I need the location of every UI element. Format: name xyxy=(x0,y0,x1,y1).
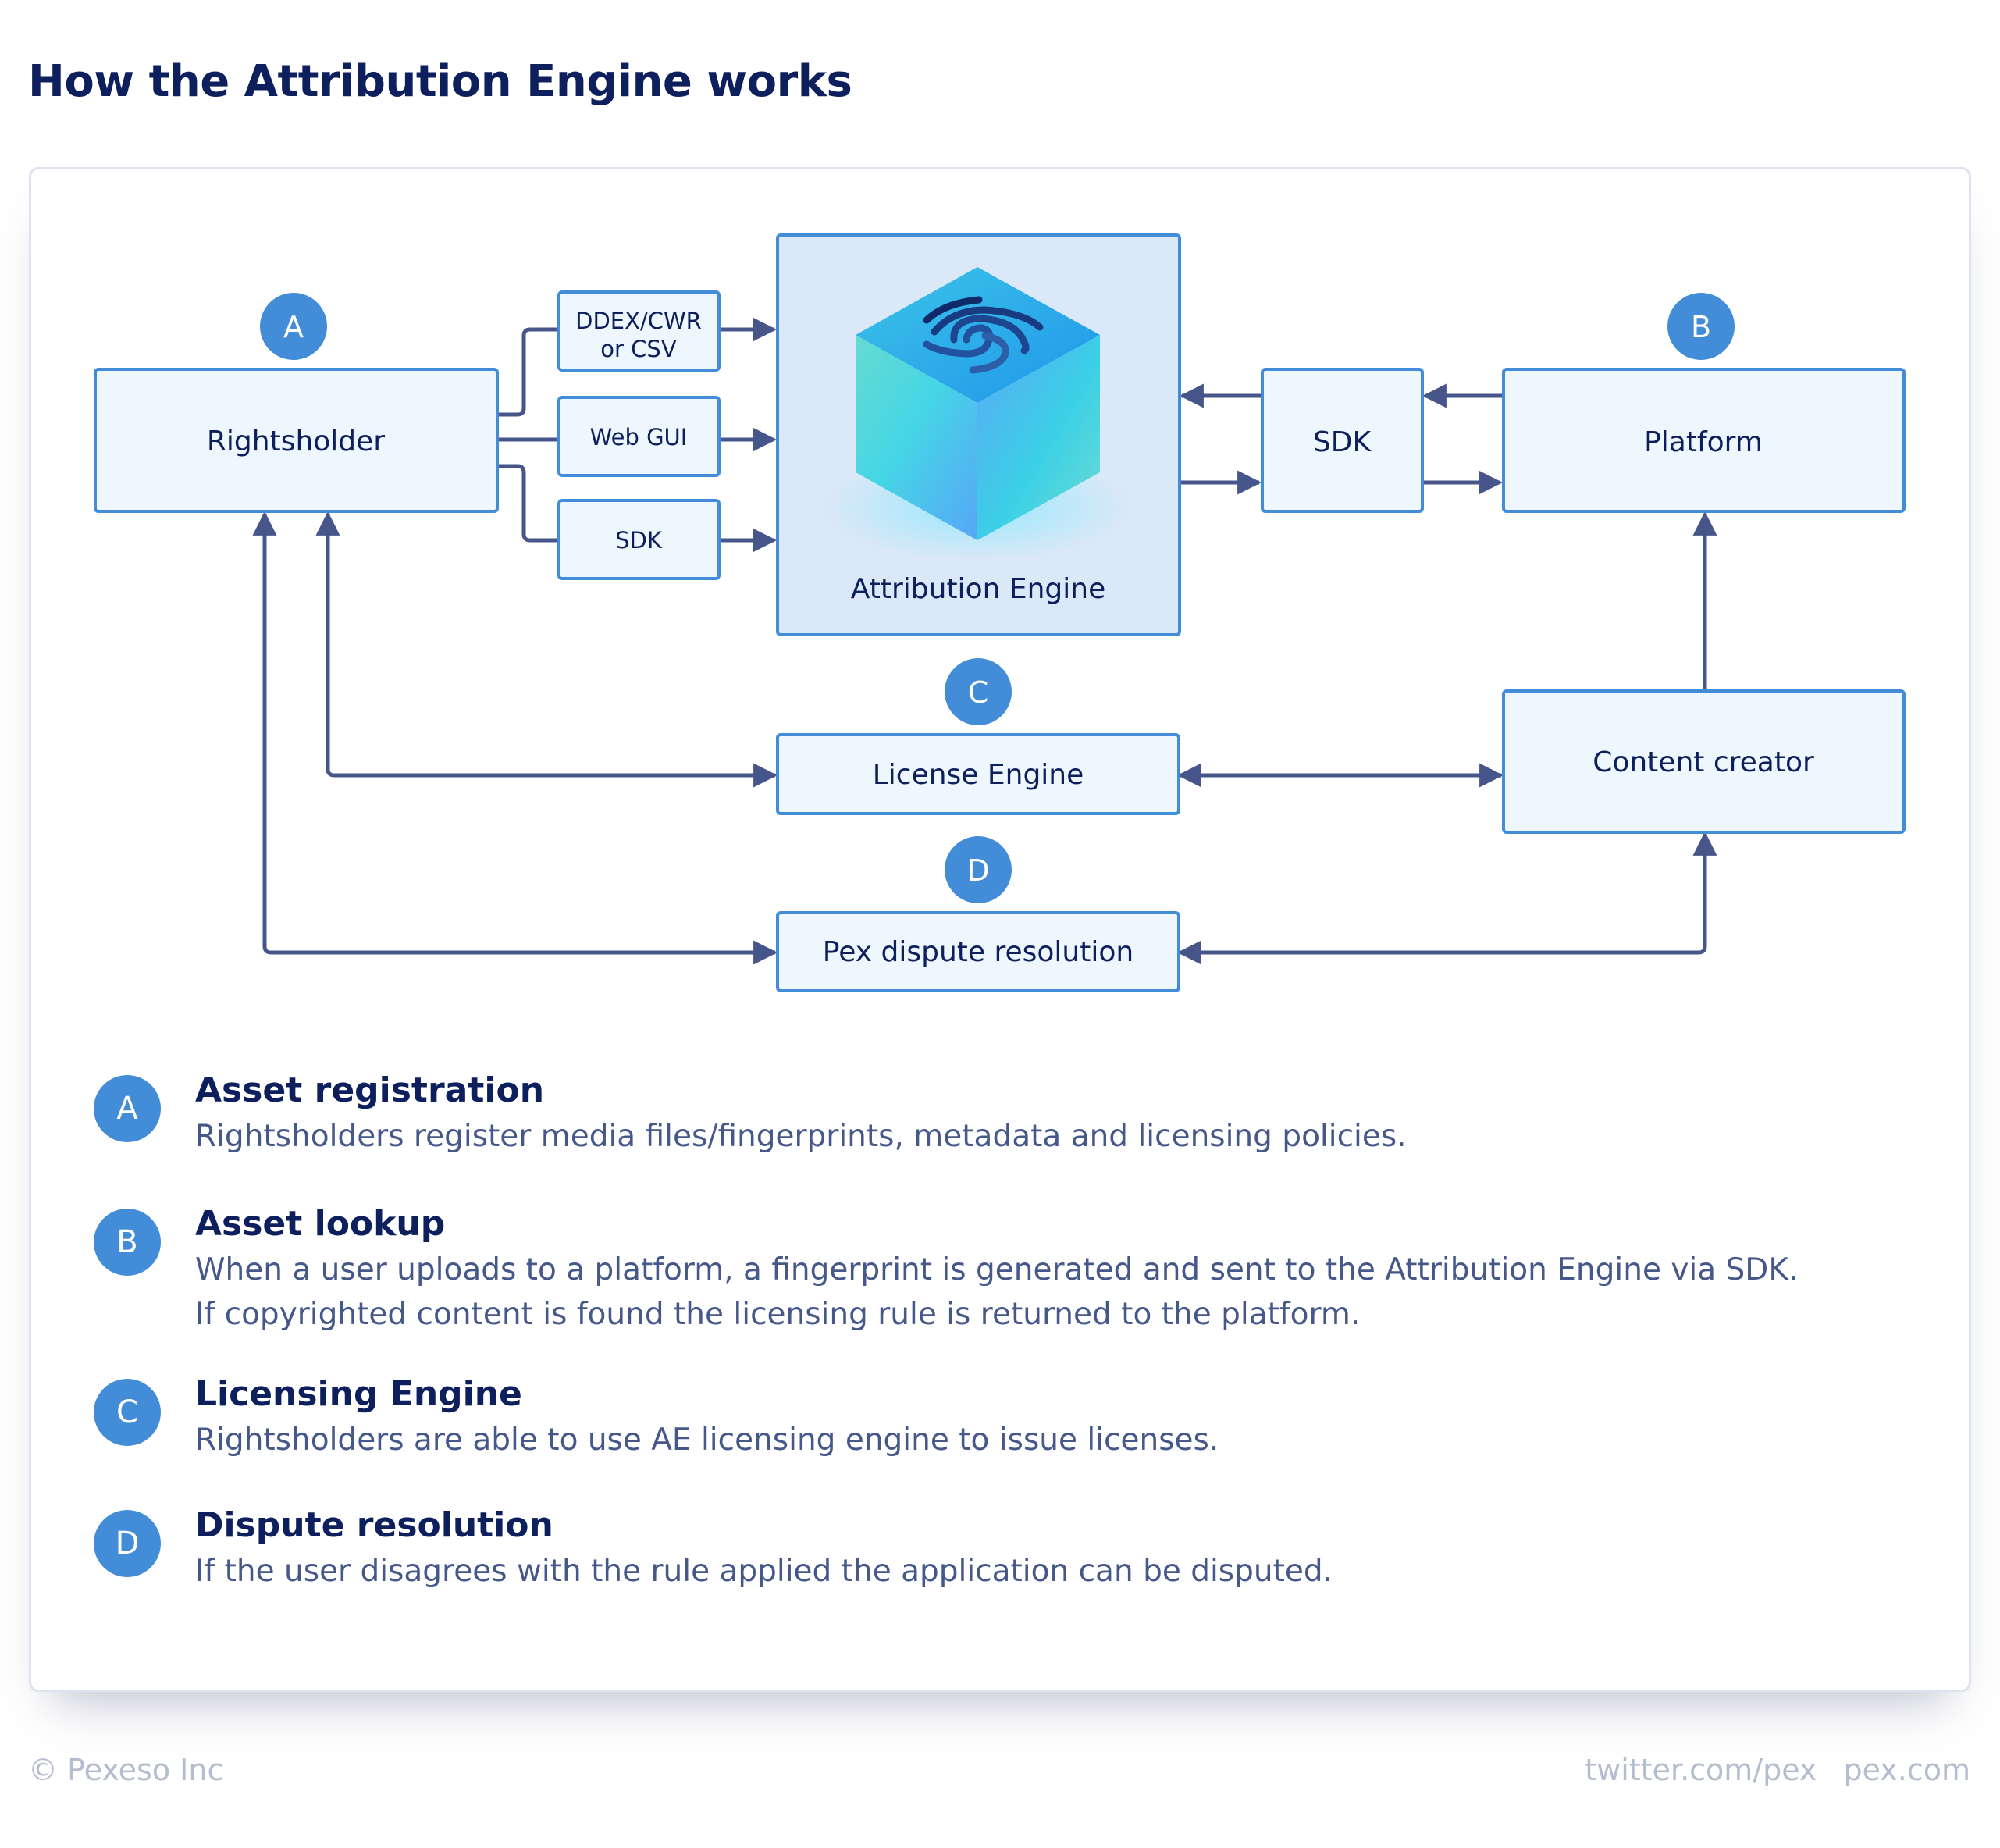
legend-title: Asset registration xyxy=(195,1070,545,1110)
node-sdk-right xyxy=(1261,368,1424,513)
connector-rightsholder-ddex xyxy=(497,327,559,417)
legend-badge: A xyxy=(94,1075,161,1142)
badge-b-label: B xyxy=(1691,310,1711,344)
legend-desc: If copyrighted content is found the lice… xyxy=(195,1297,1361,1332)
label-content-creator: Content creator xyxy=(1593,746,1814,778)
legend-desc: Rightsholders are able to use AE licensi… xyxy=(195,1422,1219,1458)
legend-desc: If the user disagrees with the rule appl… xyxy=(195,1554,1333,1589)
legend-badge: B xyxy=(94,1209,161,1276)
legend-badge: D xyxy=(94,1510,161,1577)
node-license-engine xyxy=(776,733,1180,815)
footer-copyright: © Pexeso Inc xyxy=(28,1753,224,1787)
label-ddex-line1: DDEX/CWR xyxy=(575,308,702,334)
node-sdk-left xyxy=(557,499,721,580)
badge-b xyxy=(1667,293,1735,360)
label-sdk-right: SDK xyxy=(1313,426,1372,458)
connector-rightsholder-sdk xyxy=(497,464,559,543)
badge-c-label: C xyxy=(968,675,989,710)
label-dispute: Pex dispute resolution xyxy=(823,936,1133,968)
label-platform: Platform xyxy=(1644,426,1763,458)
node-ddex xyxy=(557,290,721,372)
legend-title: Dispute resolution xyxy=(195,1505,553,1545)
footer-links: twitter.com/pex pex.com xyxy=(1558,1753,1970,1787)
badge-a xyxy=(260,293,327,360)
label-license-engine: License Engine xyxy=(873,759,1084,791)
label-web-gui: Web GUI xyxy=(590,424,688,450)
legend-desc: When a user uploads to a platform, a fin… xyxy=(195,1252,1799,1287)
label-ddex-line2: or CSV xyxy=(600,336,677,362)
legend-title: Licensing Engine xyxy=(195,1374,522,1414)
label-attribution-engine: Attribution Engine xyxy=(851,573,1105,605)
badge-d-label: D xyxy=(966,853,989,888)
arrow-dispute-creator xyxy=(1176,831,1717,965)
fingerprint-cube-icon xyxy=(821,267,1133,562)
arrow-dispute-rightsholder xyxy=(252,511,778,965)
legend-title: Asset lookup xyxy=(195,1204,446,1244)
legend-badge: C xyxy=(94,1379,161,1446)
footer-link-site[interactable]: pex.com xyxy=(1843,1753,1970,1787)
node-rightsholder xyxy=(94,368,499,513)
fingerprint-icon xyxy=(923,296,1044,374)
page-title: How the Attribution Engine works xyxy=(28,56,852,107)
node-dispute xyxy=(776,911,1180,992)
node-web-gui xyxy=(557,396,721,477)
badge-c xyxy=(945,658,1012,725)
badge-d xyxy=(945,836,1012,903)
node-content-creator xyxy=(1502,689,1906,834)
legend-desc: Rightsholders register media files/finge… xyxy=(195,1119,1407,1154)
label-rightsholder: Rightsholder xyxy=(207,426,385,458)
badge-a-label: A xyxy=(283,310,304,344)
label-sdk-left: SDK xyxy=(615,527,663,554)
footer-link-twitter[interactable]: twitter.com/pex xyxy=(1585,1753,1817,1787)
node-platform xyxy=(1502,368,1906,513)
